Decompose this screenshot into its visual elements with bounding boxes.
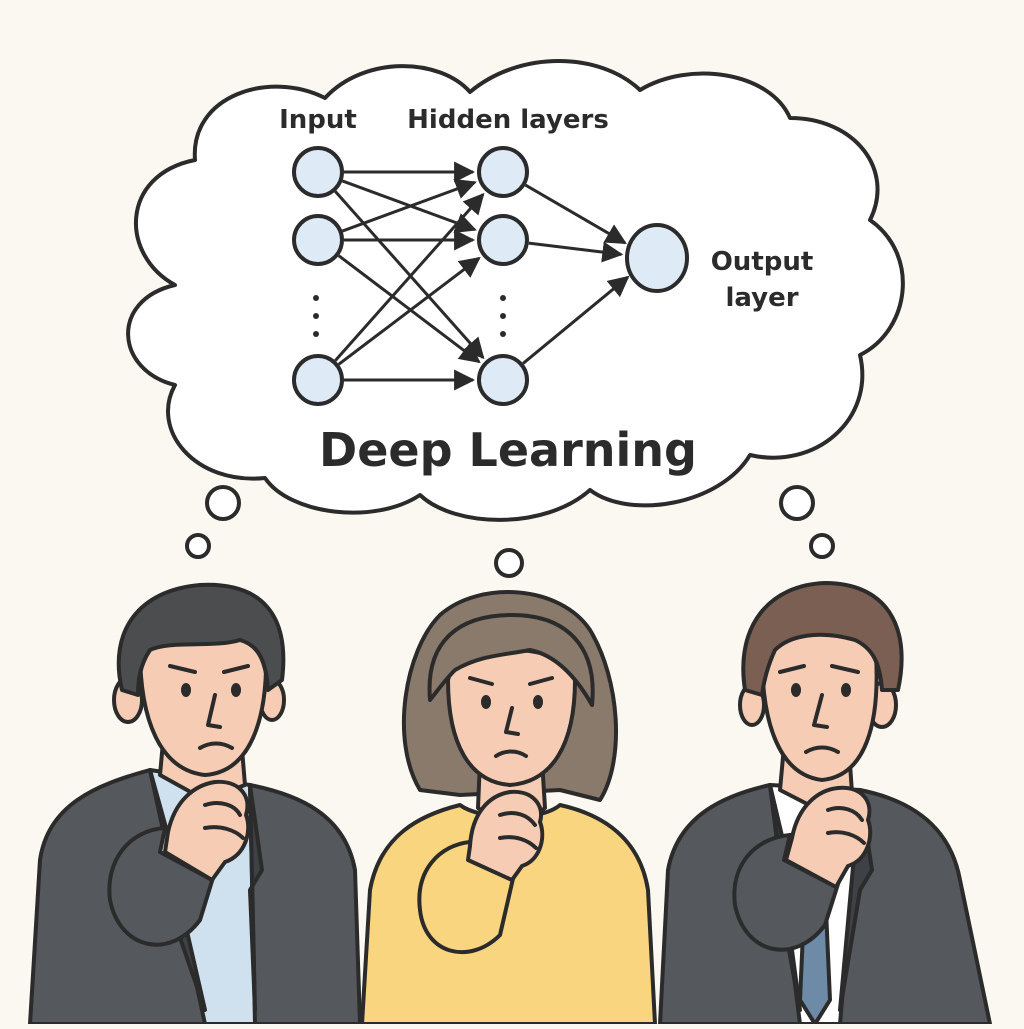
label-input: Input	[279, 105, 357, 135]
input-node	[292, 354, 344, 406]
thought-bubble	[185, 533, 211, 559]
thought-bubble	[205, 485, 241, 521]
eyebrow	[778, 664, 806, 674]
thought-bubble	[809, 533, 835, 559]
connection-arrow	[337, 254, 481, 364]
hair-front	[427, 613, 595, 707]
network-nodes	[292, 146, 689, 406]
input-node	[292, 214, 344, 266]
ellipsis-dot	[500, 313, 506, 319]
output-node	[625, 223, 689, 293]
thought-bubble	[494, 548, 524, 578]
hair	[116, 582, 286, 697]
ellipsis-dot	[500, 295, 506, 301]
layer-ellipses	[313, 295, 506, 337]
connection-arrow	[334, 190, 485, 360]
hair	[741, 581, 904, 697]
thought-bubbles	[185, 485, 835, 578]
finger	[203, 825, 245, 840]
eyebrow	[222, 664, 250, 674]
connection-arrow	[524, 183, 627, 245]
eye	[533, 695, 543, 709]
eye	[841, 683, 851, 697]
lapel	[248, 783, 264, 1012]
eyebrow	[528, 676, 554, 686]
person-woman-center	[360, 590, 657, 1026]
connection-arrow	[522, 275, 630, 365]
eyebrow	[468, 676, 494, 686]
nose	[812, 693, 829, 729]
hidden-node	[477, 354, 529, 406]
hand	[784, 785, 873, 889]
connection-arrow	[528, 241, 624, 263]
eye	[231, 683, 241, 697]
label-output-line2: layer	[725, 283, 798, 313]
eyebrow	[168, 664, 197, 674]
connection-arrow	[337, 256, 481, 366]
person-man-right	[658, 581, 992, 1026]
connection-arrow	[334, 192, 485, 362]
ellipsis-dot	[313, 295, 319, 301]
eyebrow	[830, 664, 860, 674]
mouth	[198, 741, 234, 750]
finger	[203, 801, 242, 817]
nose	[504, 706, 520, 736]
eye	[791, 683, 801, 697]
finger	[498, 811, 537, 827]
mouth	[804, 745, 840, 754]
ellipsis-dot	[313, 331, 319, 337]
label-output-line1: Output	[711, 247, 814, 277]
hidden-node	[477, 146, 529, 198]
ellipsis-dot	[500, 331, 506, 337]
finger	[498, 835, 538, 850]
nose	[206, 693, 222, 729]
network-connections	[334, 161, 630, 391]
hidden-node	[477, 214, 529, 266]
connection-arrow	[341, 179, 477, 233]
finger	[826, 830, 866, 845]
finger	[826, 806, 864, 822]
mouth	[494, 749, 528, 758]
diagram-title: Deep Learning	[319, 423, 697, 477]
person-man-left	[28, 582, 362, 1026]
thought-bubble	[779, 485, 815, 521]
input-node	[292, 146, 344, 198]
ellipsis-dot	[313, 313, 319, 319]
label-hidden-layers: Hidden layers	[407, 105, 609, 135]
eye	[481, 695, 491, 709]
eye	[181, 683, 191, 697]
